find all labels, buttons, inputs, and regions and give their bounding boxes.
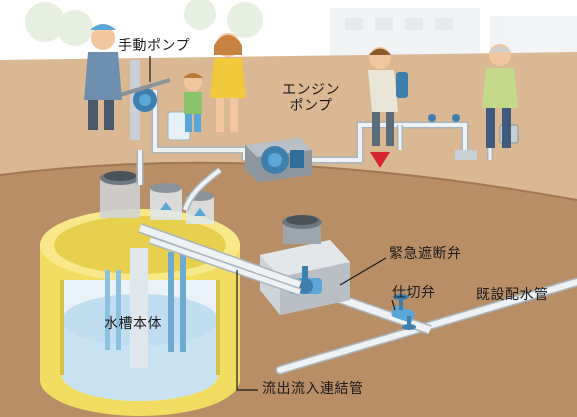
background-trees — [25, 0, 263, 46]
person-mother — [210, 33, 246, 132]
person-young-man — [368, 47, 408, 146]
connecting-pipes — [138, 223, 302, 296]
engine-pump-icon — [245, 138, 312, 182]
tank-access-risers — [100, 171, 214, 224]
label-engine-pump-line1: エンジン — [282, 82, 340, 98]
label-gate-valve: 仕切弁 — [392, 285, 436, 301]
label-emergency-shutoff-valve: 緊急遮断弁 — [389, 246, 462, 262]
label-engine-pump: エンジン ポンプ — [278, 82, 344, 114]
label-connecting-pipe: 流出流入連結管 — [262, 381, 364, 397]
label-tank-body: 水槽本体 — [104, 316, 162, 332]
person-elderly-man — [482, 44, 518, 148]
label-existing-water-main: 既設配水管 — [476, 287, 549, 303]
label-engine-pump-line2: ポンプ — [289, 98, 333, 115]
label-hand-pump: 手動ポンプ — [118, 38, 191, 54]
gate-valve-icon — [391, 294, 416, 330]
leader-lines — [149, 56, 396, 391]
water-tank — [40, 209, 240, 416]
person-father — [84, 24, 122, 130]
hand-pump-icon — [119, 60, 191, 141]
person-child — [183, 73, 203, 132]
